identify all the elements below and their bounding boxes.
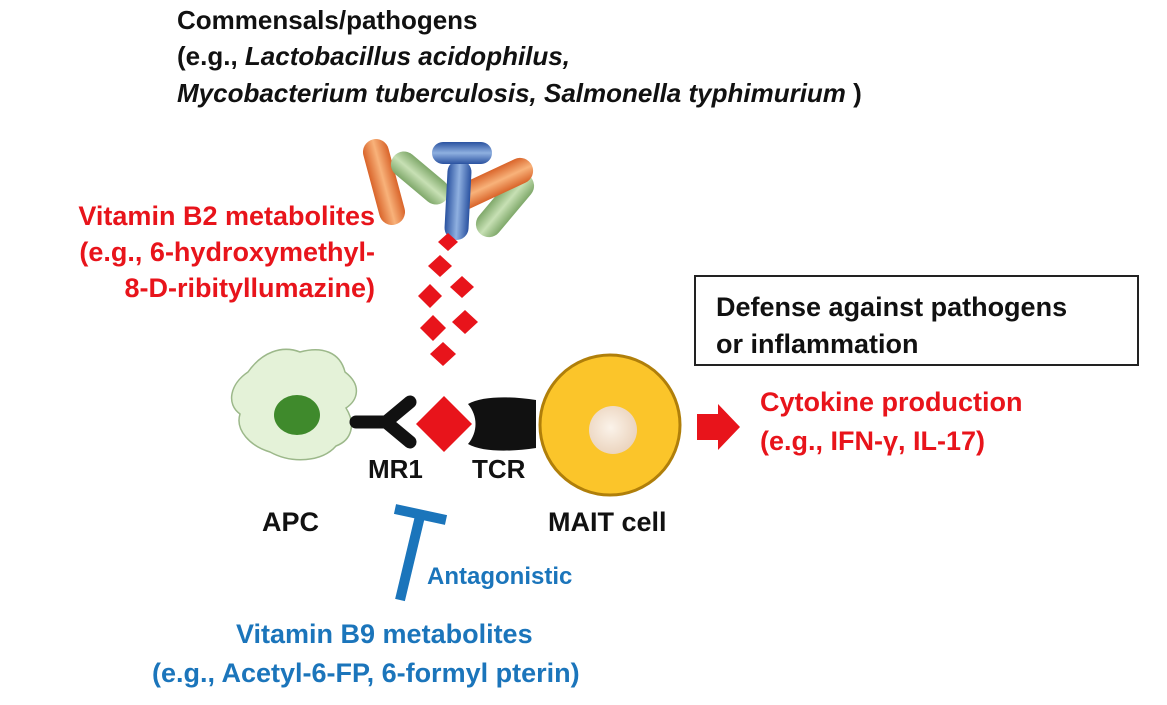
mycobacterium-salmonella-names: Mycobacterium tuberculosis, Salmonella t… — [177, 78, 846, 108]
lactobacillus-name: Lactobacillus acidophilus, — [244, 41, 570, 71]
apc-cell-icon — [230, 348, 358, 461]
commensals-title: Commensals/pathogens — [177, 5, 478, 35]
examples-suffix: ) — [845, 78, 862, 108]
antagonistic-label: Antagonistic — [427, 563, 573, 590]
mr1-label: MR1 — [368, 454, 423, 484]
vitamin-b2-line3: 8-D-ribityllumazine) — [124, 273, 375, 303]
commensals-examples-line2: Mycobacterium tuberculosis, Salmonella t… — [177, 78, 862, 109]
apc-label: APC — [262, 507, 320, 537]
red-arrow-icon — [697, 404, 740, 450]
examples-prefix: (e.g., — [177, 41, 245, 71]
vitamin-b2-ligand-icons — [418, 233, 478, 366]
tcr-label: TCR — [472, 454, 526, 484]
vitamin-b9-label: Vitamin B9 metabolites — [236, 619, 533, 649]
vitamin-b2-line1: Vitamin B2 metabolites — [78, 201, 375, 231]
mait-cell-icon — [538, 353, 682, 497]
mait-cell-label: MAIT cell — [548, 507, 667, 537]
cytokine-examples-label: (e.g., IFN-γ, IL-17) — [760, 426, 986, 456]
vitamin-b9-examples: (e.g., Acetyl-6-FP, 6-formyl pterin) — [152, 658, 580, 688]
defense-line2: or inflammation — [716, 329, 919, 359]
mr1-molecule-icon — [349, 395, 417, 449]
tcr-molecule-icon — [468, 397, 536, 451]
antagonist-inhibitor-icon — [393, 504, 448, 602]
defense-box: Defense against pathogens or inflammatio… — [694, 275, 1139, 366]
bacteria-cluster-icon — [362, 139, 535, 240]
vitamin-b2-label: Vitamin B2 metabolites (e.g., 6-hydroxym… — [20, 198, 375, 306]
vitamin-b2-line2: (e.g., 6-hydroxymethyl- — [79, 237, 375, 267]
bound-ligand-diamond-icon — [416, 396, 472, 452]
defense-line1: Defense against pathogens — [716, 292, 1068, 322]
commensals-examples-line1: (e.g., Lactobacillus acidophilus, — [177, 41, 570, 72]
cytokine-production-label: Cytokine production — [760, 387, 1023, 417]
